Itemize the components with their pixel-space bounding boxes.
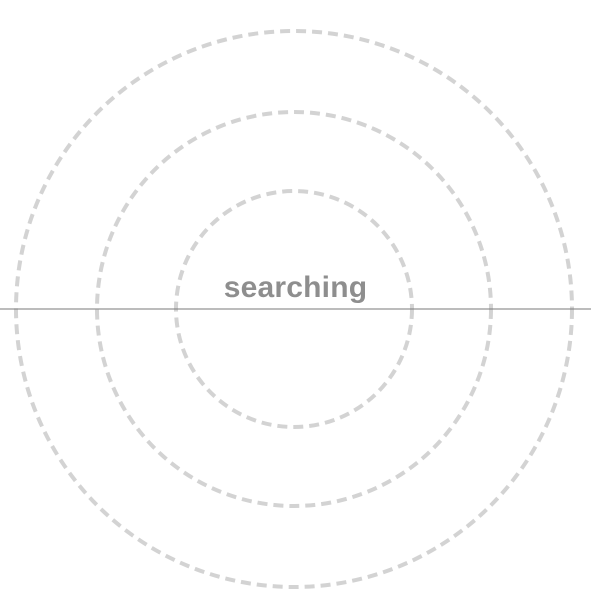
status-label: searching xyxy=(223,271,368,304)
